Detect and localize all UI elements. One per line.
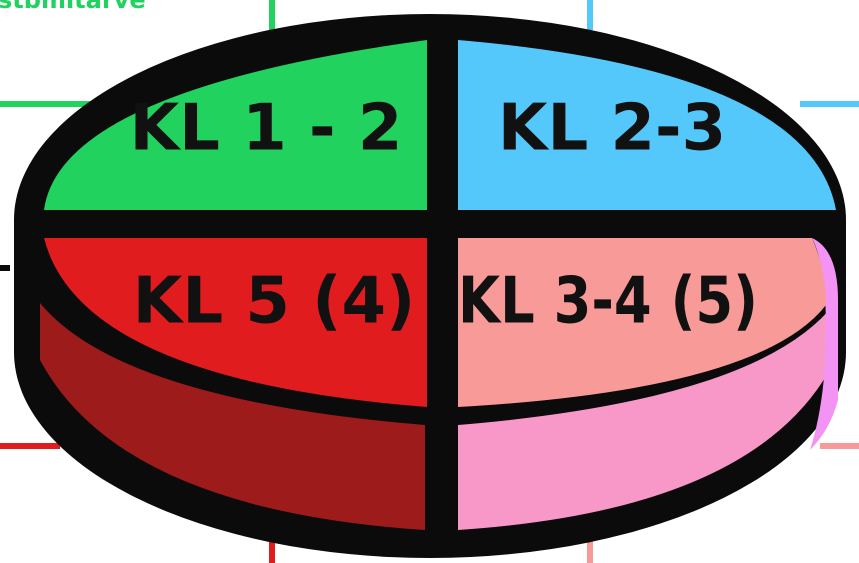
segment-label-bottom-right: KL 3-4 (5) <box>458 265 758 339</box>
segment-label-bottom-left: KL 5 (4) <box>133 265 416 339</box>
pill: KL 1 - 2 KL 2-3 KL 5 (4) KL 3-4 (5) <box>14 14 846 558</box>
segment-label-top-left: KL 1 - 2 <box>130 92 403 166</box>
segment-label-top-right: KL 2-3 <box>498 92 726 166</box>
corner-text: stbmitarve <box>0 0 146 14</box>
